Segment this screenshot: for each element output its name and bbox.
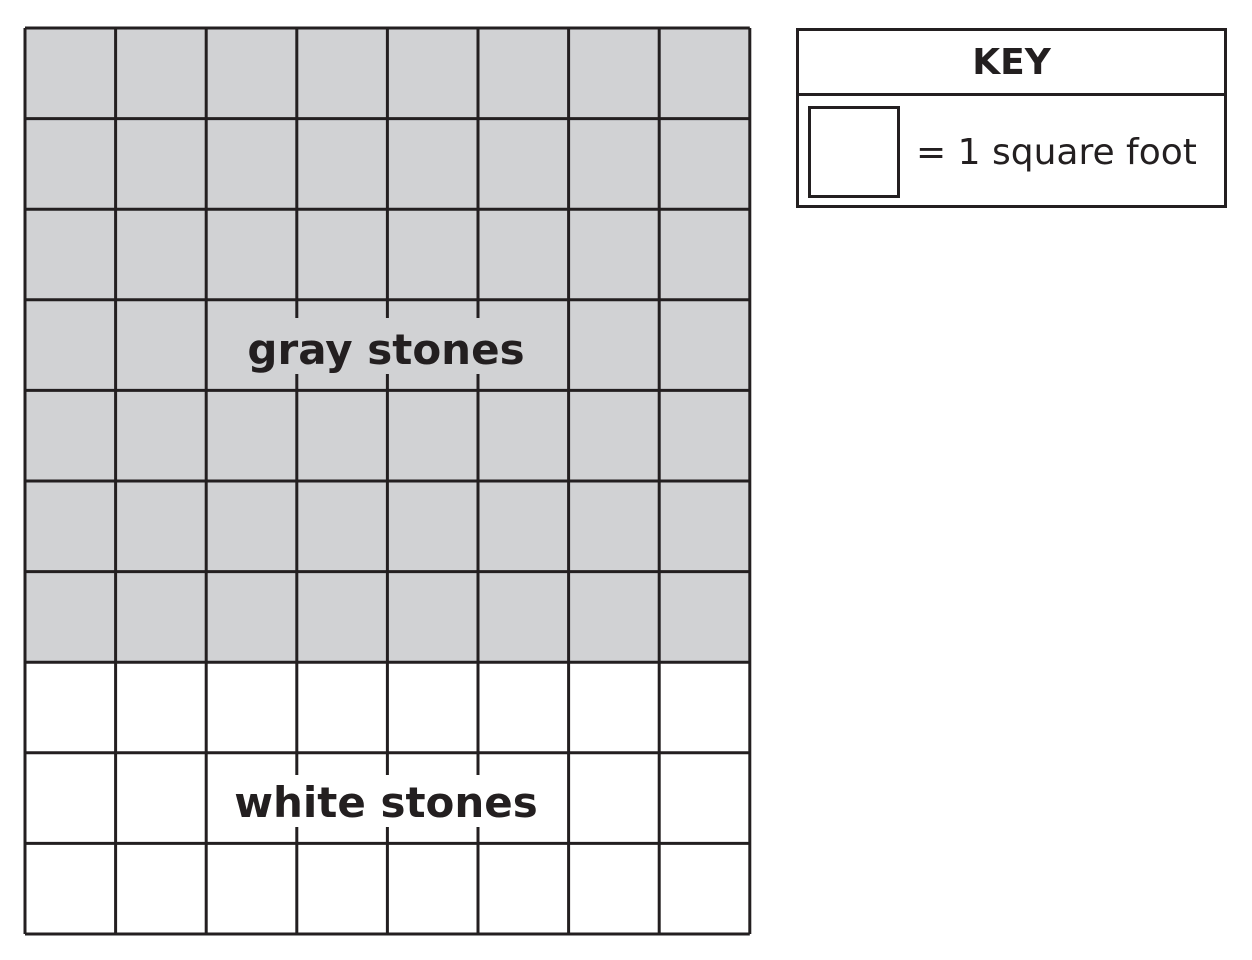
gray-stone-cell — [115, 299, 207, 391]
key-title: KEY — [799, 31, 1224, 96]
gray-stone-cell — [568, 28, 660, 119]
gray-stone-cell — [115, 571, 207, 663]
gray-stone-cell — [115, 28, 207, 119]
grid-cells — [25, 28, 750, 934]
gray-stone-cell — [478, 390, 569, 481]
white-stone-cell — [25, 843, 116, 934]
white-stone-cell — [296, 843, 388, 934]
gray-stone-cell — [25, 390, 116, 481]
gray-stone-cell — [115, 390, 207, 481]
white-stones-label: white stones — [234, 778, 538, 827]
white-stone-cell — [659, 843, 750, 934]
key-unit-text: = 1 square foot — [916, 131, 1197, 173]
gray-stone-cell — [478, 481, 569, 572]
white-stone-cell — [478, 662, 569, 753]
gray-stone-cell — [568, 571, 660, 663]
white-stone-cell — [568, 752, 660, 844]
gray-stone-cell — [115, 209, 207, 300]
gray-stone-cell — [296, 571, 388, 663]
gray-stone-cell — [568, 118, 660, 210]
gray-label-background — [255, 318, 517, 374]
white-stone-cell — [25, 662, 116, 753]
white-stone-cell — [568, 662, 660, 753]
gray-stone-cell — [659, 481, 750, 572]
gray-stone-cell — [659, 118, 750, 210]
white-stone-cell — [568, 843, 660, 934]
gray-stone-cell — [568, 390, 660, 481]
white-stone-cell — [387, 662, 478, 753]
gray-stone-cell — [659, 209, 750, 300]
gray-stone-cell — [296, 28, 388, 119]
gray-stone-cell — [387, 28, 478, 119]
gray-stone-cell — [296, 390, 388, 481]
gray-stone-cell — [659, 28, 750, 119]
white-stone-cell — [115, 662, 207, 753]
gray-stone-cell — [206, 571, 297, 663]
white-stone-cell — [25, 752, 116, 844]
gray-stone-cell — [296, 118, 388, 210]
gray-stone-cell — [25, 28, 116, 119]
gray-stone-cell — [387, 118, 478, 210]
gray-stone-cell — [387, 481, 478, 572]
gray-stone-cell — [25, 299, 116, 391]
gray-stone-cell — [387, 390, 478, 481]
white-stone-cell — [206, 662, 297, 753]
gray-stone-cell — [25, 118, 116, 210]
gray-stone-cell — [478, 118, 569, 210]
gray-stone-cell — [478, 28, 569, 119]
white-label-background — [223, 775, 549, 827]
gray-stone-cell — [387, 571, 478, 663]
key-row: = 1 square foot — [799, 96, 1224, 208]
gray-stone-cell — [206, 28, 297, 119]
gray-stone-cell — [296, 481, 388, 572]
gray-stone-cell — [25, 481, 116, 572]
gray-stone-cell — [478, 209, 569, 300]
white-stone-cell — [296, 662, 388, 753]
gray-stone-cell — [296, 209, 388, 300]
gray-stone-cell — [115, 118, 207, 210]
unit-square-icon — [808, 106, 900, 198]
gray-stone-cell — [206, 118, 297, 210]
gray-stone-cell — [659, 299, 750, 391]
key-legend: KEY = 1 square foot — [796, 28, 1227, 208]
white-stone-cell — [659, 752, 750, 844]
gray-stone-cell — [25, 571, 116, 663]
white-stone-cell — [387, 843, 478, 934]
gray-stone-cell — [568, 209, 660, 300]
gray-stone-cell — [568, 299, 660, 391]
gray-stone-cell — [115, 481, 207, 572]
white-stone-cell — [478, 843, 569, 934]
white-stone-cell — [115, 752, 207, 844]
white-stone-cell — [115, 843, 207, 934]
gray-stone-cell — [25, 209, 116, 300]
gray-stone-cell — [206, 390, 297, 481]
gray-stone-cell — [206, 209, 297, 300]
gray-stone-cell — [659, 571, 750, 663]
white-stone-cell — [206, 843, 297, 934]
gray-stones-label: gray stones — [247, 325, 524, 374]
gray-stone-cell — [387, 209, 478, 300]
gray-stone-cell — [659, 390, 750, 481]
gray-stone-cell — [478, 571, 569, 663]
white-stone-cell — [659, 662, 750, 753]
gray-stone-cell — [568, 481, 660, 572]
gray-stone-cell — [206, 481, 297, 572]
